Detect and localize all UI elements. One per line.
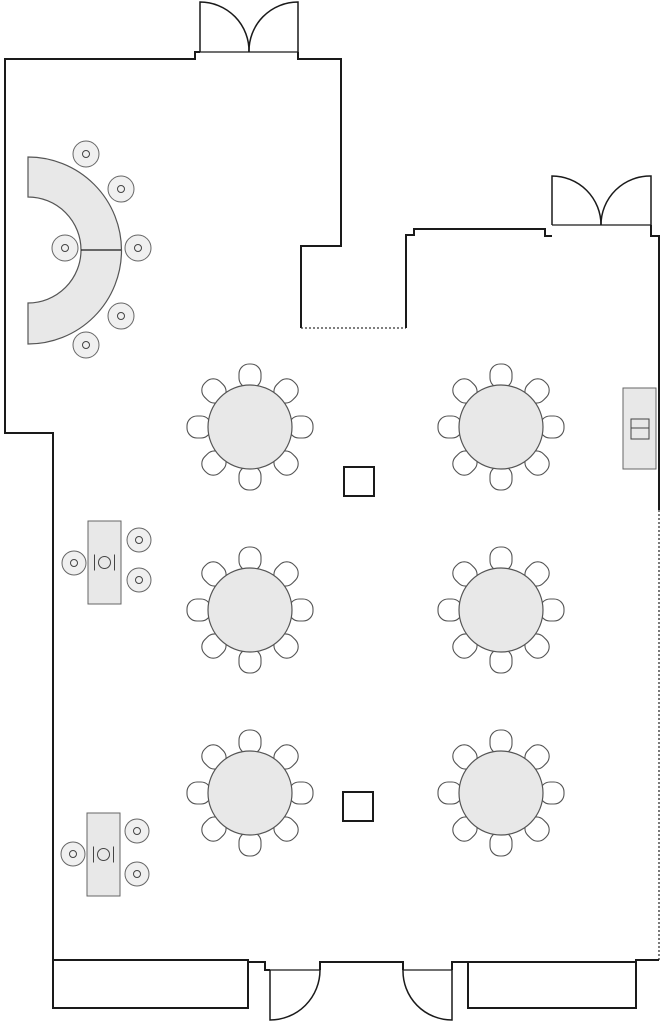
chair xyxy=(186,781,212,805)
stool-icon xyxy=(134,244,142,252)
bar-stool xyxy=(107,175,135,203)
stool-icon xyxy=(133,870,141,878)
chair xyxy=(238,363,262,389)
chair xyxy=(288,415,314,439)
plate-icon xyxy=(97,848,110,861)
plate-icon xyxy=(98,556,111,569)
round-table xyxy=(207,384,293,470)
door-top-left xyxy=(199,1,299,53)
station-stool xyxy=(61,550,87,576)
stool-icon xyxy=(82,341,90,349)
chair xyxy=(288,598,314,622)
stool-icon xyxy=(69,850,77,858)
column-lower xyxy=(342,791,374,822)
station-stool xyxy=(124,861,150,887)
outer-wall-bottom-mid3 xyxy=(451,959,659,1009)
station-stool xyxy=(124,818,150,844)
chair xyxy=(437,781,463,805)
curved-bar xyxy=(27,156,123,345)
stool-icon xyxy=(135,536,143,544)
station-stool xyxy=(60,841,86,867)
round-tables xyxy=(186,363,565,857)
walls xyxy=(4,51,660,1009)
outer-wall-right-top xyxy=(650,225,660,510)
chair xyxy=(186,415,212,439)
bar-stool xyxy=(72,140,100,168)
station xyxy=(60,812,150,897)
side-cabinet xyxy=(622,387,657,470)
door-top-right xyxy=(551,175,652,226)
bar-stool xyxy=(51,234,79,262)
stations xyxy=(60,520,152,897)
round-table xyxy=(458,567,544,653)
outer-wall-bottom-mid2 xyxy=(319,961,404,970)
round-table-group xyxy=(437,546,565,674)
chair xyxy=(489,363,513,389)
outer-wall-top-left xyxy=(297,52,342,328)
round-table-group xyxy=(186,546,314,674)
chair xyxy=(288,781,314,805)
chair xyxy=(437,415,463,439)
station-table xyxy=(86,812,121,897)
stool-icon xyxy=(117,312,125,320)
round-table-group xyxy=(437,729,565,857)
bar-stool xyxy=(107,302,135,330)
bar-stool xyxy=(72,331,100,359)
door-bottom-right xyxy=(402,969,453,1021)
round-table-group xyxy=(186,729,314,857)
round-table-group xyxy=(437,363,565,491)
station-stool xyxy=(126,527,152,553)
door-bottom-left xyxy=(269,969,321,1021)
station-table xyxy=(87,520,122,605)
stool-icon xyxy=(135,576,143,584)
outer-wall-left xyxy=(4,51,200,960)
chair xyxy=(437,598,463,622)
stool-icon xyxy=(61,244,69,252)
bar-stool xyxy=(124,234,152,262)
stool-icon xyxy=(117,185,125,193)
stool-icon xyxy=(70,559,78,567)
curved-bar-counter xyxy=(27,156,123,345)
chair xyxy=(489,465,513,491)
round-table xyxy=(458,750,544,836)
chair xyxy=(186,598,212,622)
cabinet-icon xyxy=(630,418,650,440)
station xyxy=(61,520,152,605)
outer-wall-bottom xyxy=(52,959,249,1009)
round-table-group xyxy=(186,363,314,491)
stool-icon xyxy=(82,150,90,158)
round-table xyxy=(207,750,293,836)
round-table xyxy=(458,384,544,470)
station-stool xyxy=(126,567,152,593)
column-upper xyxy=(343,466,375,497)
bar-seats xyxy=(51,140,152,359)
doors xyxy=(199,1,652,1021)
round-table xyxy=(207,567,293,653)
stool-icon xyxy=(133,827,141,835)
outer-wall-bottom-mid xyxy=(248,961,270,971)
inner-wall-upper xyxy=(405,228,552,328)
chair xyxy=(238,465,262,491)
